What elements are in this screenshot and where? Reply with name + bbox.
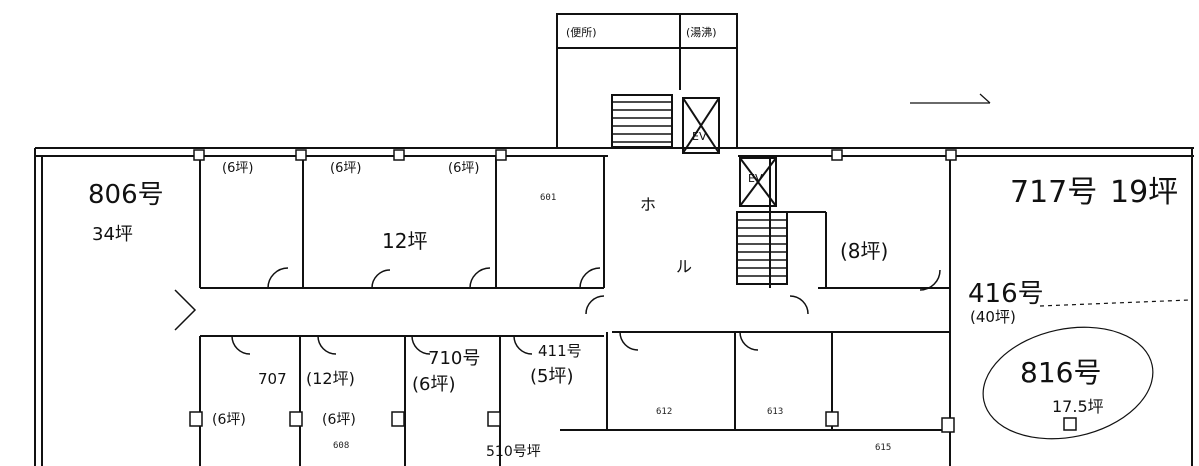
room-707-label: 707 [258,370,287,388]
room-6d-label: (6坪) [212,412,246,428]
room-717-area: 19坪 [1110,175,1178,210]
room-816-area: 17.5坪 [1052,397,1104,416]
columns [189,149,1077,433]
bath-left-label: (便所) [566,26,597,39]
door-swings [174,267,941,355]
room-707-area: (12坪) [306,369,355,388]
hall-ru-label: ル [676,257,692,276]
room-416-area: (40坪) [970,308,1016,326]
room-6e-label: (6坪) [322,412,356,428]
room-612-label: 612 [656,407,672,417]
room-6a-label: (6坪) [222,161,253,176]
stair-treads [612,101,787,277]
room-411-label: 411号 [538,342,582,360]
room-601-label: 601 [540,193,556,203]
room-816-label: 816号 [1020,356,1101,389]
walls [34,13,1194,466]
room-6b-label: (6坪) [330,161,361,176]
room-8-label: (8坪) [840,239,888,263]
ev-mid-label: EV [748,172,763,185]
room-806-label: 806号 [88,180,164,210]
room-12-area: 12坪 [382,229,427,253]
room-710-label: 710号 [428,348,480,369]
room-608-label: 608 [333,441,349,451]
room-710-area: (6坪) [412,374,456,395]
ev-top-label: EV [692,130,707,143]
room-411-area: (5坪) [530,366,574,387]
room-615-label: 615 [875,443,891,453]
room-717-label: 717号 [1010,175,1097,210]
hall-ho-label: ホ [640,195,656,214]
bath-right-label: (湯沸) [686,26,717,39]
room-labels: 806号 34坪 (6坪) (6坪) (6坪) 12坪 601 ホ ル (8坪)… [88,26,1178,460]
room-416-label: 416号 [968,279,1044,309]
room-806-area: 34坪 [92,224,133,245]
room-613-label: 613 [767,407,783,417]
annotations [910,93,1191,440]
room-510-label: 510号坪 [486,444,541,460]
room-6c-label: (6坪) [448,161,479,176]
